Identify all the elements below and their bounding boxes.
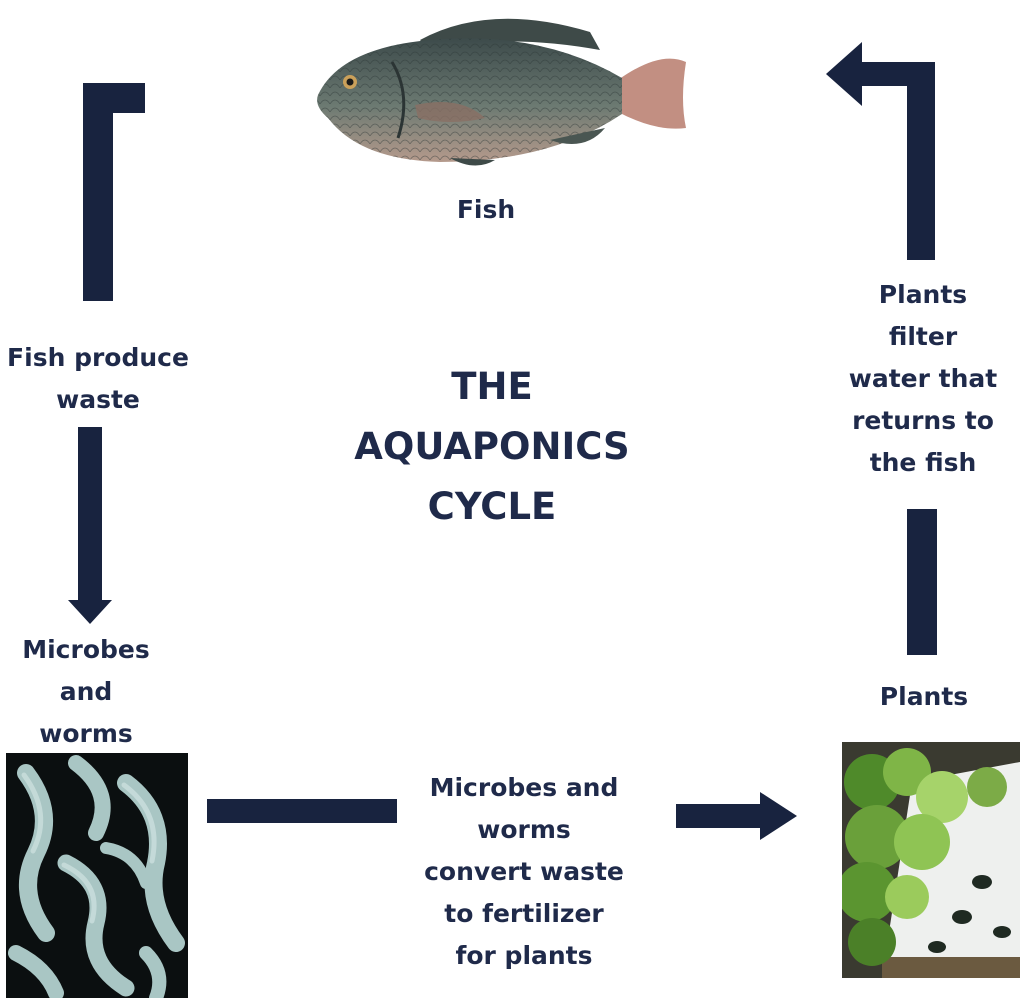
plants-label: Plants bbox=[879, 682, 969, 711]
fish-label: Fish bbox=[456, 195, 516, 224]
diagram-title: THE AQUAPONICS CYCLE bbox=[354, 365, 630, 528]
right-lower-bar bbox=[907, 509, 937, 655]
fish-produce-waste-label: Fish produce waste bbox=[7, 343, 189, 414]
arrow-right-to-plants bbox=[676, 792, 797, 840]
arrow-left-to-fish bbox=[826, 42, 935, 260]
microbes-image bbox=[6, 753, 188, 998]
bottom-line-segment bbox=[207, 799, 397, 823]
left-top-bracket bbox=[83, 83, 145, 301]
convert-waste-label: Microbes and worms convert waste to fert… bbox=[424, 773, 624, 970]
arrow-down-to-microbes bbox=[68, 427, 112, 624]
microbes-and-worms-label: Microbes and worms bbox=[22, 635, 150, 748]
plants-filter-water-label: Plants filter water that returns to the … bbox=[848, 280, 998, 477]
fish-image bbox=[300, 0, 700, 185]
plants-image bbox=[842, 742, 1020, 978]
